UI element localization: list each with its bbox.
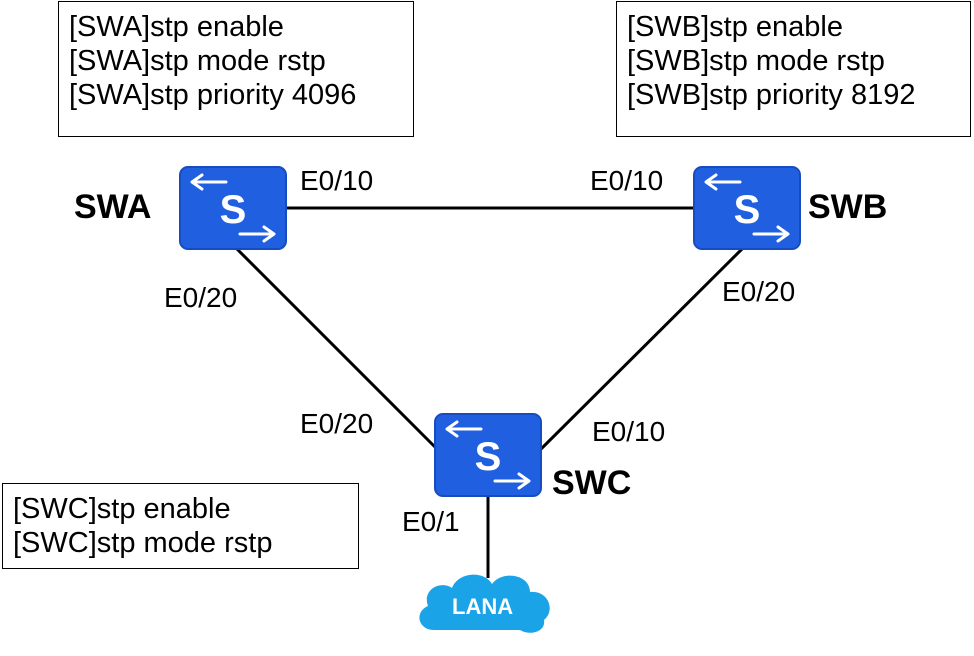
config-line: [SWA]stp mode rstp <box>69 45 326 77</box>
port-label-swb-e0-20: E0/20 <box>722 276 796 307</box>
config-line: [SWC]stp mode rstp <box>13 527 273 559</box>
switch-icon-letter: S <box>475 435 502 479</box>
device-label-swc: SWC <box>552 464 632 502</box>
config-line: [SWB]stp enable <box>627 11 843 43</box>
switch-icon-letter: S <box>734 188 761 232</box>
switch-icon: S <box>179 166 287 250</box>
config-line: [SWC]stp enable <box>13 493 231 525</box>
switch-icon-letter: S <box>220 188 247 232</box>
switch-icon: S <box>434 413 542 497</box>
switch-icon: S <box>693 166 801 250</box>
lan-label: LANA <box>452 594 514 619</box>
device-label-swa: SWA <box>74 188 152 226</box>
link-swa-swc <box>234 246 442 454</box>
config-line: [SWA]stp enable <box>69 11 284 43</box>
port-label-swa-e0-10: E0/10 <box>300 165 374 196</box>
port-label-swc-e0-20: E0/20 <box>300 408 374 439</box>
config-line: [SWA]stp priority 4096 <box>69 79 357 111</box>
config-line: [SWB]stp priority 8192 <box>627 79 916 111</box>
port-label-swc-e0-10: E0/10 <box>592 416 666 447</box>
config-box-swb: [SWB]stp enable [SWB]stp mode rstp [SWB]… <box>616 1 971 137</box>
cloud-icon <box>419 574 550 633</box>
port-label-swb-e0-10: E0/10 <box>590 165 664 196</box>
port-label-swc-e0-1: E0/1 <box>402 506 460 537</box>
config-line: [SWB]stp mode rstp <box>627 45 885 77</box>
config-box-swa: [SWA]stp enable [SWA]stp mode rstp [SWA]… <box>58 1 414 137</box>
link-swb-swc <box>536 246 745 454</box>
port-label-swa-e0-20: E0/20 <box>164 282 238 313</box>
device-label-swb: SWB <box>808 188 888 226</box>
config-box-swc: [SWC]stp enable [SWC]stp mode rstp <box>2 483 359 569</box>
